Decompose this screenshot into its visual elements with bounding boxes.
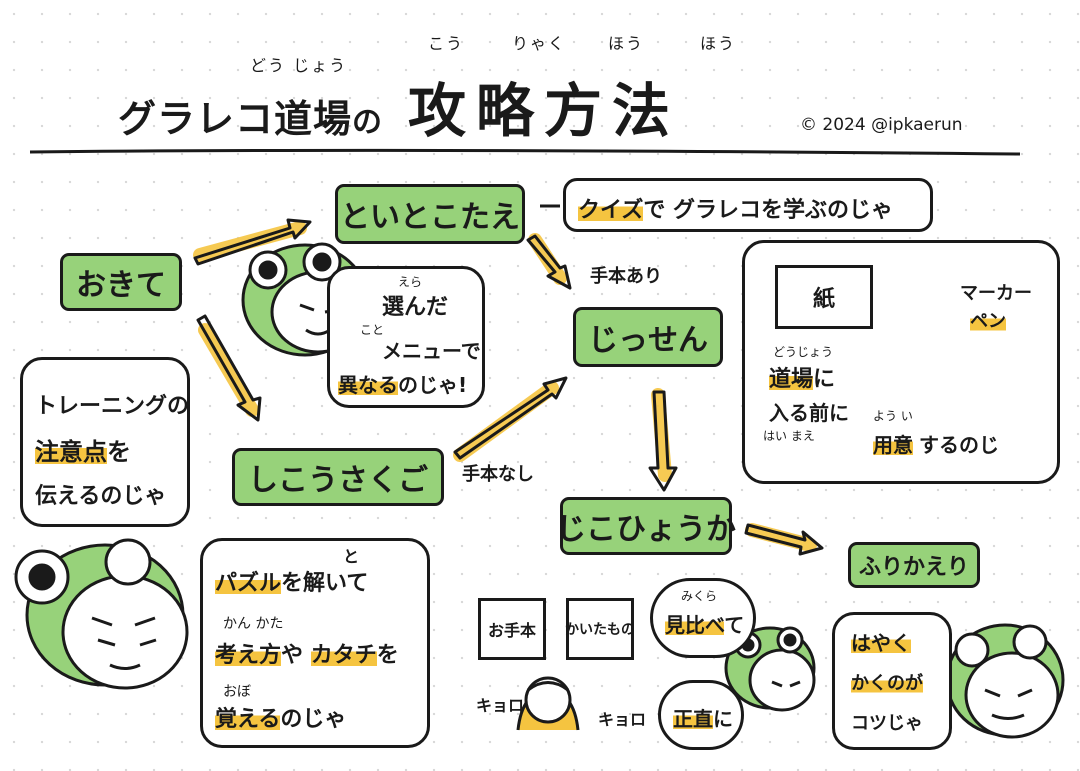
okite-line3: 伝えるのじゃ	[35, 484, 167, 509]
arrow-okite-to-shikou	[196, 314, 262, 422]
arrow-toi-to-jissen	[526, 234, 572, 290]
furikaeri-line3: コツじゃ	[851, 713, 923, 734]
jissen-highlight-1: 道場	[769, 367, 814, 392]
frog-bubble-highlight: 異なる	[338, 373, 398, 397]
kyoro-label-2: キョロ	[598, 710, 647, 729]
frog-bubble-line2: メニューで	[382, 339, 481, 363]
frog-icon-2	[14, 538, 189, 690]
arrow-shikou-to-jissen	[453, 376, 568, 460]
jissen-line2: 入る前に	[769, 401, 849, 425]
box-jissen: じっせん	[573, 307, 723, 367]
honest-bubble: 正直に	[658, 680, 744, 750]
main-furigana-4: ほう	[700, 34, 737, 53]
shikou-highlight-1: パズル	[215, 571, 282, 596]
frog-bubble-line3: のじゃ!	[398, 373, 468, 397]
frog-speech-bubble: えら 選んだ こと メニューで 異なるのじゃ!	[327, 266, 485, 408]
page-title: 攻略方法	[408, 77, 681, 145]
arrow-okite-to-toi	[193, 218, 312, 266]
shikou-highlight-4: 覚える	[215, 707, 281, 732]
paper-sheet: 紙	[775, 265, 873, 329]
box-okite: おきて	[60, 253, 182, 311]
box-toitokotae: といとこたえ	[335, 184, 525, 244]
main-furigana-2: りゃく	[512, 34, 567, 53]
kyoro-label-1: キョロ	[476, 696, 525, 715]
box-shikou: しこうさくご	[232, 448, 444, 506]
shikou-highlight-2: 考え方	[215, 643, 282, 668]
frog-icon-4	[724, 626, 816, 712]
looking-frog-icon	[516, 676, 580, 731]
okite-line2: を	[107, 438, 131, 466]
title-prefix: グラレコ道場の	[118, 97, 384, 141]
furikaeri-line2: かくのが	[851, 673, 923, 694]
shikou-line3: のじゃ	[280, 707, 347, 732]
quiz-note-highlight: クイズ	[578, 198, 644, 223]
credit: © 2024 @ipkaerun	[800, 115, 963, 135]
jissen-line3: するのじ	[919, 433, 999, 457]
shikou-bubble: と パズルを解いて かん かた 考え方や カタチを おぼ 覚えるのじゃ	[200, 538, 430, 748]
box-furikaeri: ふりかえり	[848, 542, 980, 588]
okite-bubble: トレーニングの 注意点を 伝えるのじゃ	[20, 357, 190, 527]
label-with-model: 手本あり	[590, 266, 662, 287]
compare-highlight: 見比べ	[665, 613, 725, 637]
furikaeri-line1: はやく	[851, 631, 911, 655]
shikou-highlight-3: カタチ	[310, 643, 377, 668]
main-furigana-3: ほう	[608, 34, 645, 53]
compare-bubble: みくら 見比べて	[650, 578, 756, 658]
frog-icon-5	[945, 623, 1065, 739]
jissen-highlight-2: 用意	[873, 433, 913, 457]
shikou-line1: を解いて	[281, 571, 369, 596]
furikaeri-bubble: はやく かくのが コツじゃ	[832, 612, 952, 750]
okite-highlight: 注意点	[35, 438, 107, 466]
arrow-jiko-to-furikaeri	[744, 523, 824, 556]
okite-line1: トレーニングの	[35, 394, 190, 419]
honest-highlight: 正直	[673, 707, 713, 731]
dojo-furigana: どう じょう	[250, 56, 348, 75]
model-sheet: お手本	[478, 598, 546, 660]
box-jiko: じこひょうか	[556, 497, 736, 555]
marker-label-2: ペン	[970, 311, 1006, 332]
quiz-note-text: で グラレコを学ぶのじゃ	[643, 198, 894, 223]
main-furigana-1: こう	[428, 34, 465, 53]
marker-label-1: マーカー	[960, 283, 1032, 304]
drawing-sheet: かいたもの	[565, 598, 635, 660]
jissen-bubble: 紙 マーカー ペン どうじょう 道場に 入る前に はい まえ よう い 用意する…	[742, 240, 1060, 484]
header-rule	[29, 148, 1021, 156]
arrow-jissen-to-jiko	[648, 390, 678, 492]
frog-bubble-line1: 選んだ	[382, 295, 449, 320]
label-without-model: 手本なし	[462, 464, 534, 485]
quiz-note: クイズで グラレコを学ぶのじゃ	[563, 178, 933, 232]
